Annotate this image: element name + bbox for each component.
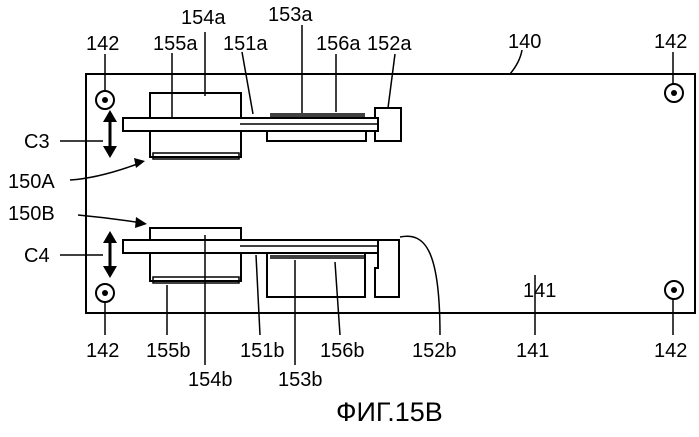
label-142-top-left: 142 <box>86 33 119 55</box>
label-142-bottom-right: 142 <box>654 340 687 362</box>
double-arrow-c3 <box>103 110 117 158</box>
label-150b: 150B <box>8 203 55 225</box>
label-142-top-right: 142 <box>654 31 687 53</box>
pointer-arrow-150b <box>78 215 147 228</box>
mounting-hole-top-right <box>665 84 683 102</box>
label-150a: 150A <box>8 171 55 193</box>
label-151a: 151a <box>223 33 268 55</box>
label-c4: C4 <box>24 245 50 267</box>
label-c3: C3 <box>24 131 50 153</box>
label-141: 141 <box>523 280 556 302</box>
label-156a: 156a <box>316 33 361 55</box>
label-152a: 152a <box>367 33 412 55</box>
figure-caption: ФИГ.15В <box>336 397 443 427</box>
label-156b: 156b <box>320 340 365 362</box>
mounting-hole-bottom-right <box>665 281 683 299</box>
label-153b: 153b <box>278 369 323 391</box>
label-155a: 155a <box>153 33 198 55</box>
element-154b <box>150 228 241 281</box>
label-152b: 152b <box>412 340 457 362</box>
element-156b <box>267 253 365 297</box>
double-arrow-c4 <box>103 231 117 278</box>
structure-150a <box>123 93 401 159</box>
label-155b: 155b <box>146 340 191 362</box>
mounting-hole-top-left <box>96 91 114 109</box>
label-153a: 153a <box>268 4 313 26</box>
mounting-hole-bottom-left <box>96 284 114 302</box>
label-142-bottom-left: 142 <box>86 340 119 362</box>
label-141-bottom: 141 <box>516 340 549 362</box>
label-154a: 154a <box>181 7 226 29</box>
label-140: 140 <box>508 31 541 53</box>
label-154b: 154b <box>188 369 233 391</box>
label-151b: 151b <box>240 340 285 362</box>
pointer-arrow-150a <box>70 158 145 180</box>
structure-150b <box>123 228 399 297</box>
